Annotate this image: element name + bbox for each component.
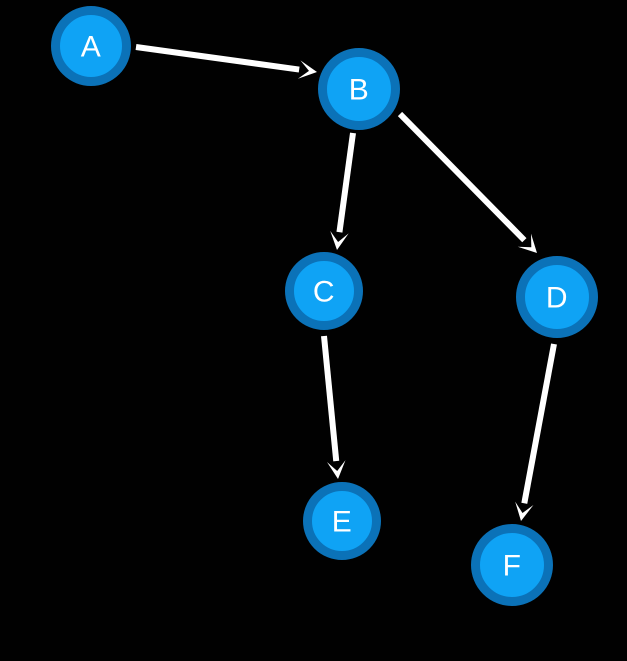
graph-edge-d-f[interactable]: [515, 343, 557, 521]
edge-arrowhead-icon: [330, 230, 349, 250]
graph-edge-b-d[interactable]: [397, 111, 537, 253]
node-circle: [303, 482, 381, 560]
edge-layer: [135, 44, 557, 521]
graph-node-f[interactable]: F: [471, 524, 553, 606]
node-label: C: [313, 276, 335, 309]
graph-edge-c-e[interactable]: [321, 335, 346, 479]
node-label: B: [349, 74, 370, 107]
node-label: E: [332, 506, 353, 539]
node-label: D: [546, 282, 568, 315]
edge-arrowhead-icon: [297, 60, 317, 79]
node-circle: [471, 524, 553, 606]
edge-line: [336, 132, 356, 233]
node-circle: [51, 6, 131, 86]
edge-line: [521, 343, 557, 504]
graph-edge-a-b[interactable]: [135, 44, 317, 79]
node-circle: [516, 256, 598, 338]
edge-arrowhead-icon: [515, 501, 534, 521]
edge-arrowhead-icon: [517, 233, 537, 253]
edge-arrowhead-icon: [326, 460, 346, 479]
node-circle: [318, 48, 400, 130]
graph-edge-b-c[interactable]: [330, 132, 356, 250]
edge-line: [135, 44, 300, 73]
node-circle: [285, 252, 363, 330]
graph-node-a[interactable]: A: [51, 6, 131, 86]
edge-line: [321, 335, 340, 462]
node-label: F: [503, 550, 522, 583]
node-layer: A B C D E F: [51, 6, 598, 606]
graph-node-d[interactable]: D: [516, 256, 598, 338]
node-label: A: [81, 31, 102, 64]
graph-node-b[interactable]: B: [318, 48, 400, 130]
edge-line: [397, 111, 527, 243]
graph-node-c[interactable]: C: [285, 252, 363, 330]
graph-node-e[interactable]: E: [303, 482, 381, 560]
